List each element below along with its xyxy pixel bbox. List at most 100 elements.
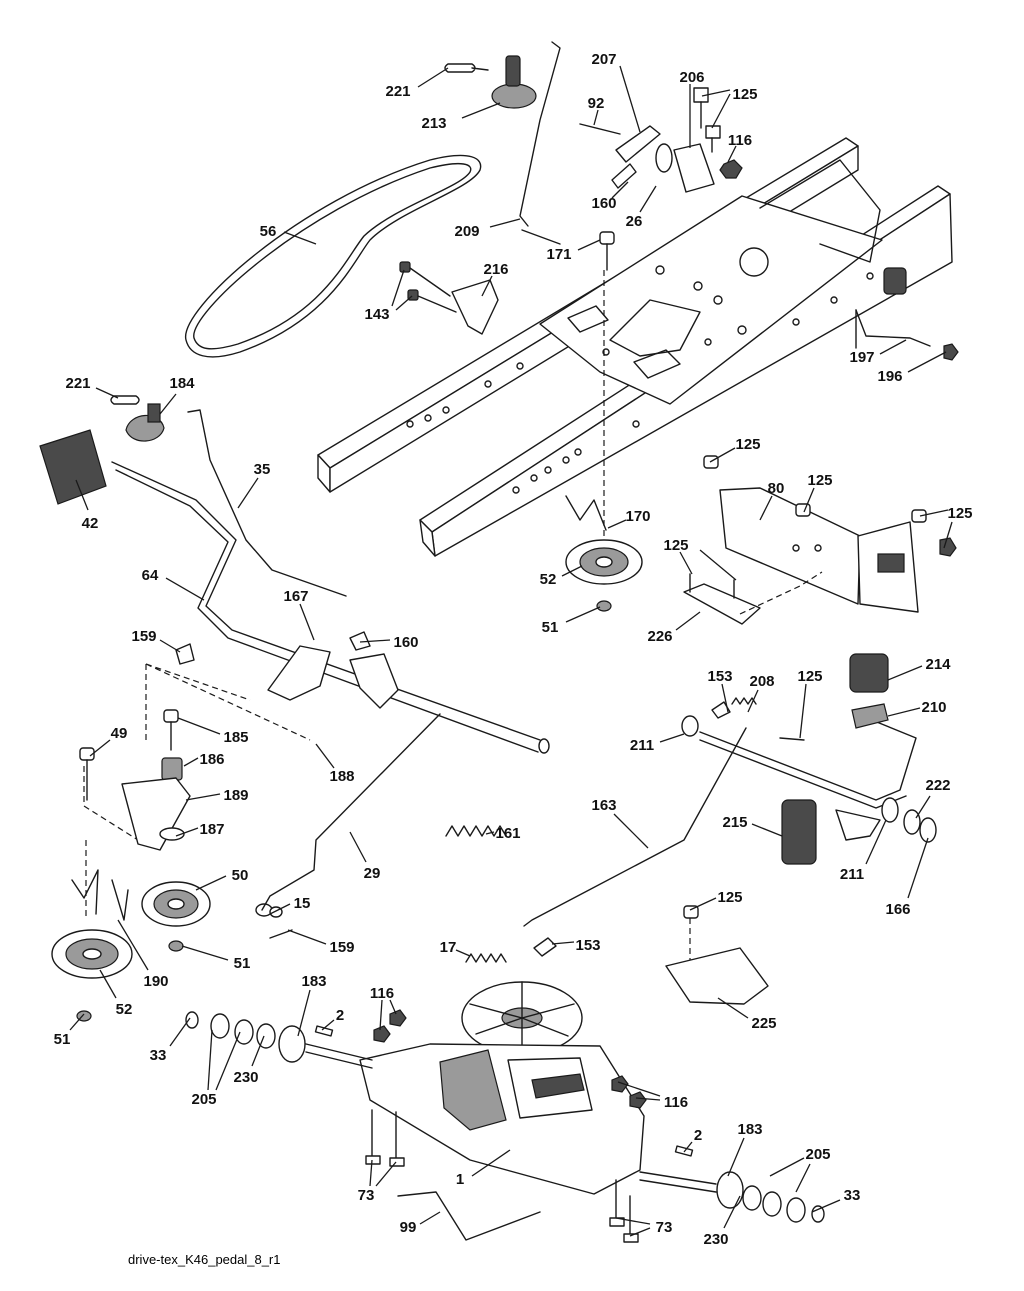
callout-label-163: 163 xyxy=(591,797,616,814)
right-parts xyxy=(665,455,957,1005)
callout-label-56: 56 xyxy=(260,223,277,240)
callout-leader-160 xyxy=(611,181,629,199)
callout-label-160: 160 xyxy=(393,634,418,651)
callout-leader-171 xyxy=(577,239,601,251)
callout-label-64: 64 xyxy=(142,567,159,584)
callout-leader-222 xyxy=(915,795,931,819)
callout-leader-51 xyxy=(565,606,601,623)
callout-label-196: 196 xyxy=(877,368,902,385)
callout-label-125: 125 xyxy=(797,668,822,685)
callout-leader-49 xyxy=(89,739,111,757)
callout-leader-207 xyxy=(619,65,641,133)
callout-leader-125 xyxy=(799,683,807,739)
callout-leader-183 xyxy=(727,1137,745,1177)
callout-leader-42 xyxy=(75,479,89,511)
callout-leader-73 xyxy=(375,1161,397,1187)
callout-label-159: 159 xyxy=(329,939,354,956)
callout-label-116: 116 xyxy=(370,985,394,1002)
callout-label-188: 188 xyxy=(329,768,354,785)
callout-label-225: 225 xyxy=(751,1015,776,1032)
callout-leader-205 xyxy=(207,1029,213,1091)
callout-leader-170 xyxy=(607,519,627,529)
callout-label-209: 209 xyxy=(454,223,479,240)
callout-label-213: 213 xyxy=(421,115,446,132)
callout-leader-116 xyxy=(727,145,737,163)
callout-label-125: 125 xyxy=(807,472,832,489)
callout-label-216: 216 xyxy=(483,261,508,278)
callout-label-170: 170 xyxy=(625,508,650,525)
upper-parts xyxy=(185,41,959,361)
callout-leader-73 xyxy=(629,1227,651,1237)
callout-leader-210 xyxy=(887,707,921,717)
callout-label-226: 226 xyxy=(647,628,672,645)
callout-leader-161 xyxy=(485,831,495,835)
callout-leader-230 xyxy=(251,1035,265,1067)
callout-leader-116 xyxy=(617,1081,661,1097)
callout-leader-209 xyxy=(489,218,521,228)
callout-leader-64 xyxy=(165,577,205,601)
callout-label-211: 211 xyxy=(840,866,864,883)
callout-leader-163 xyxy=(613,813,649,849)
callout-leader-211 xyxy=(865,819,887,865)
callout-leader-125 xyxy=(943,521,953,549)
callout-leader-166 xyxy=(907,837,929,899)
callout-label-2: 2 xyxy=(336,1007,344,1024)
callout-label-51: 51 xyxy=(542,619,559,636)
callout-leader-92 xyxy=(593,109,599,126)
callout-leader-17 xyxy=(455,949,471,957)
callout-leader-125 xyxy=(689,897,717,911)
callout-leader-116 xyxy=(379,999,383,1031)
callout-leader-216 xyxy=(481,275,493,297)
callout-label-52: 52 xyxy=(540,571,557,588)
callout-leader-213 xyxy=(461,102,501,119)
callout-leader-125 xyxy=(711,93,731,129)
callout-label-211: 211 xyxy=(630,737,654,754)
callout-leader-187 xyxy=(175,827,199,837)
callout-leader-208 xyxy=(747,689,759,713)
callout-leader-190 xyxy=(117,919,149,971)
callout-label-167: 167 xyxy=(283,588,308,605)
callout-label-153: 153 xyxy=(575,937,600,954)
chassis-frame xyxy=(317,137,953,557)
callout-label-143: 143 xyxy=(364,306,389,323)
callout-label-205: 205 xyxy=(805,1146,830,1163)
callout-leader-230 xyxy=(723,1195,741,1229)
callout-label-116: 116 xyxy=(664,1094,688,1111)
callout-leader-196 xyxy=(907,351,947,373)
left-parts xyxy=(39,395,550,1022)
callout-leader-188 xyxy=(315,743,335,769)
callout-label-42: 42 xyxy=(82,515,99,532)
callout-leader-221 xyxy=(95,387,119,399)
callout-label-166: 166 xyxy=(885,901,910,918)
callout-leader-125 xyxy=(699,549,737,581)
callout-label-33: 33 xyxy=(844,1187,861,1204)
callout-label-187: 187 xyxy=(199,821,224,838)
callout-leader-51 xyxy=(69,1013,85,1031)
callout-label-2: 2 xyxy=(694,1127,702,1144)
callout-leader-205 xyxy=(795,1163,811,1193)
callout-label-50: 50 xyxy=(232,867,249,884)
callout-leader-186 xyxy=(183,757,199,767)
callout-leader-197 xyxy=(879,339,907,355)
callout-label-153: 153 xyxy=(707,668,732,685)
callout-leader-125 xyxy=(701,89,731,97)
callout-leader-189 xyxy=(185,793,221,801)
callout-label-208: 208 xyxy=(749,673,774,690)
callout-label-185: 185 xyxy=(223,729,248,746)
callout-leader-2 xyxy=(683,1141,693,1153)
callout-leader-51 xyxy=(181,945,229,961)
callout-leader-214 xyxy=(887,665,923,681)
callout-label-160: 160 xyxy=(591,195,616,212)
callout-label-116: 116 xyxy=(728,132,752,149)
callout-leader-160 xyxy=(359,639,391,643)
callout-label-214: 214 xyxy=(925,656,951,673)
callout-label-15: 15 xyxy=(294,895,311,912)
callout-leader-116 xyxy=(389,999,397,1015)
callout-label-210: 210 xyxy=(921,699,946,716)
callout-leader-211 xyxy=(659,733,685,743)
callout-label-125: 125 xyxy=(663,537,688,554)
callout-leader-26 xyxy=(639,185,657,213)
callout-leader-56 xyxy=(283,231,317,245)
callout-label-206: 206 xyxy=(679,69,704,86)
